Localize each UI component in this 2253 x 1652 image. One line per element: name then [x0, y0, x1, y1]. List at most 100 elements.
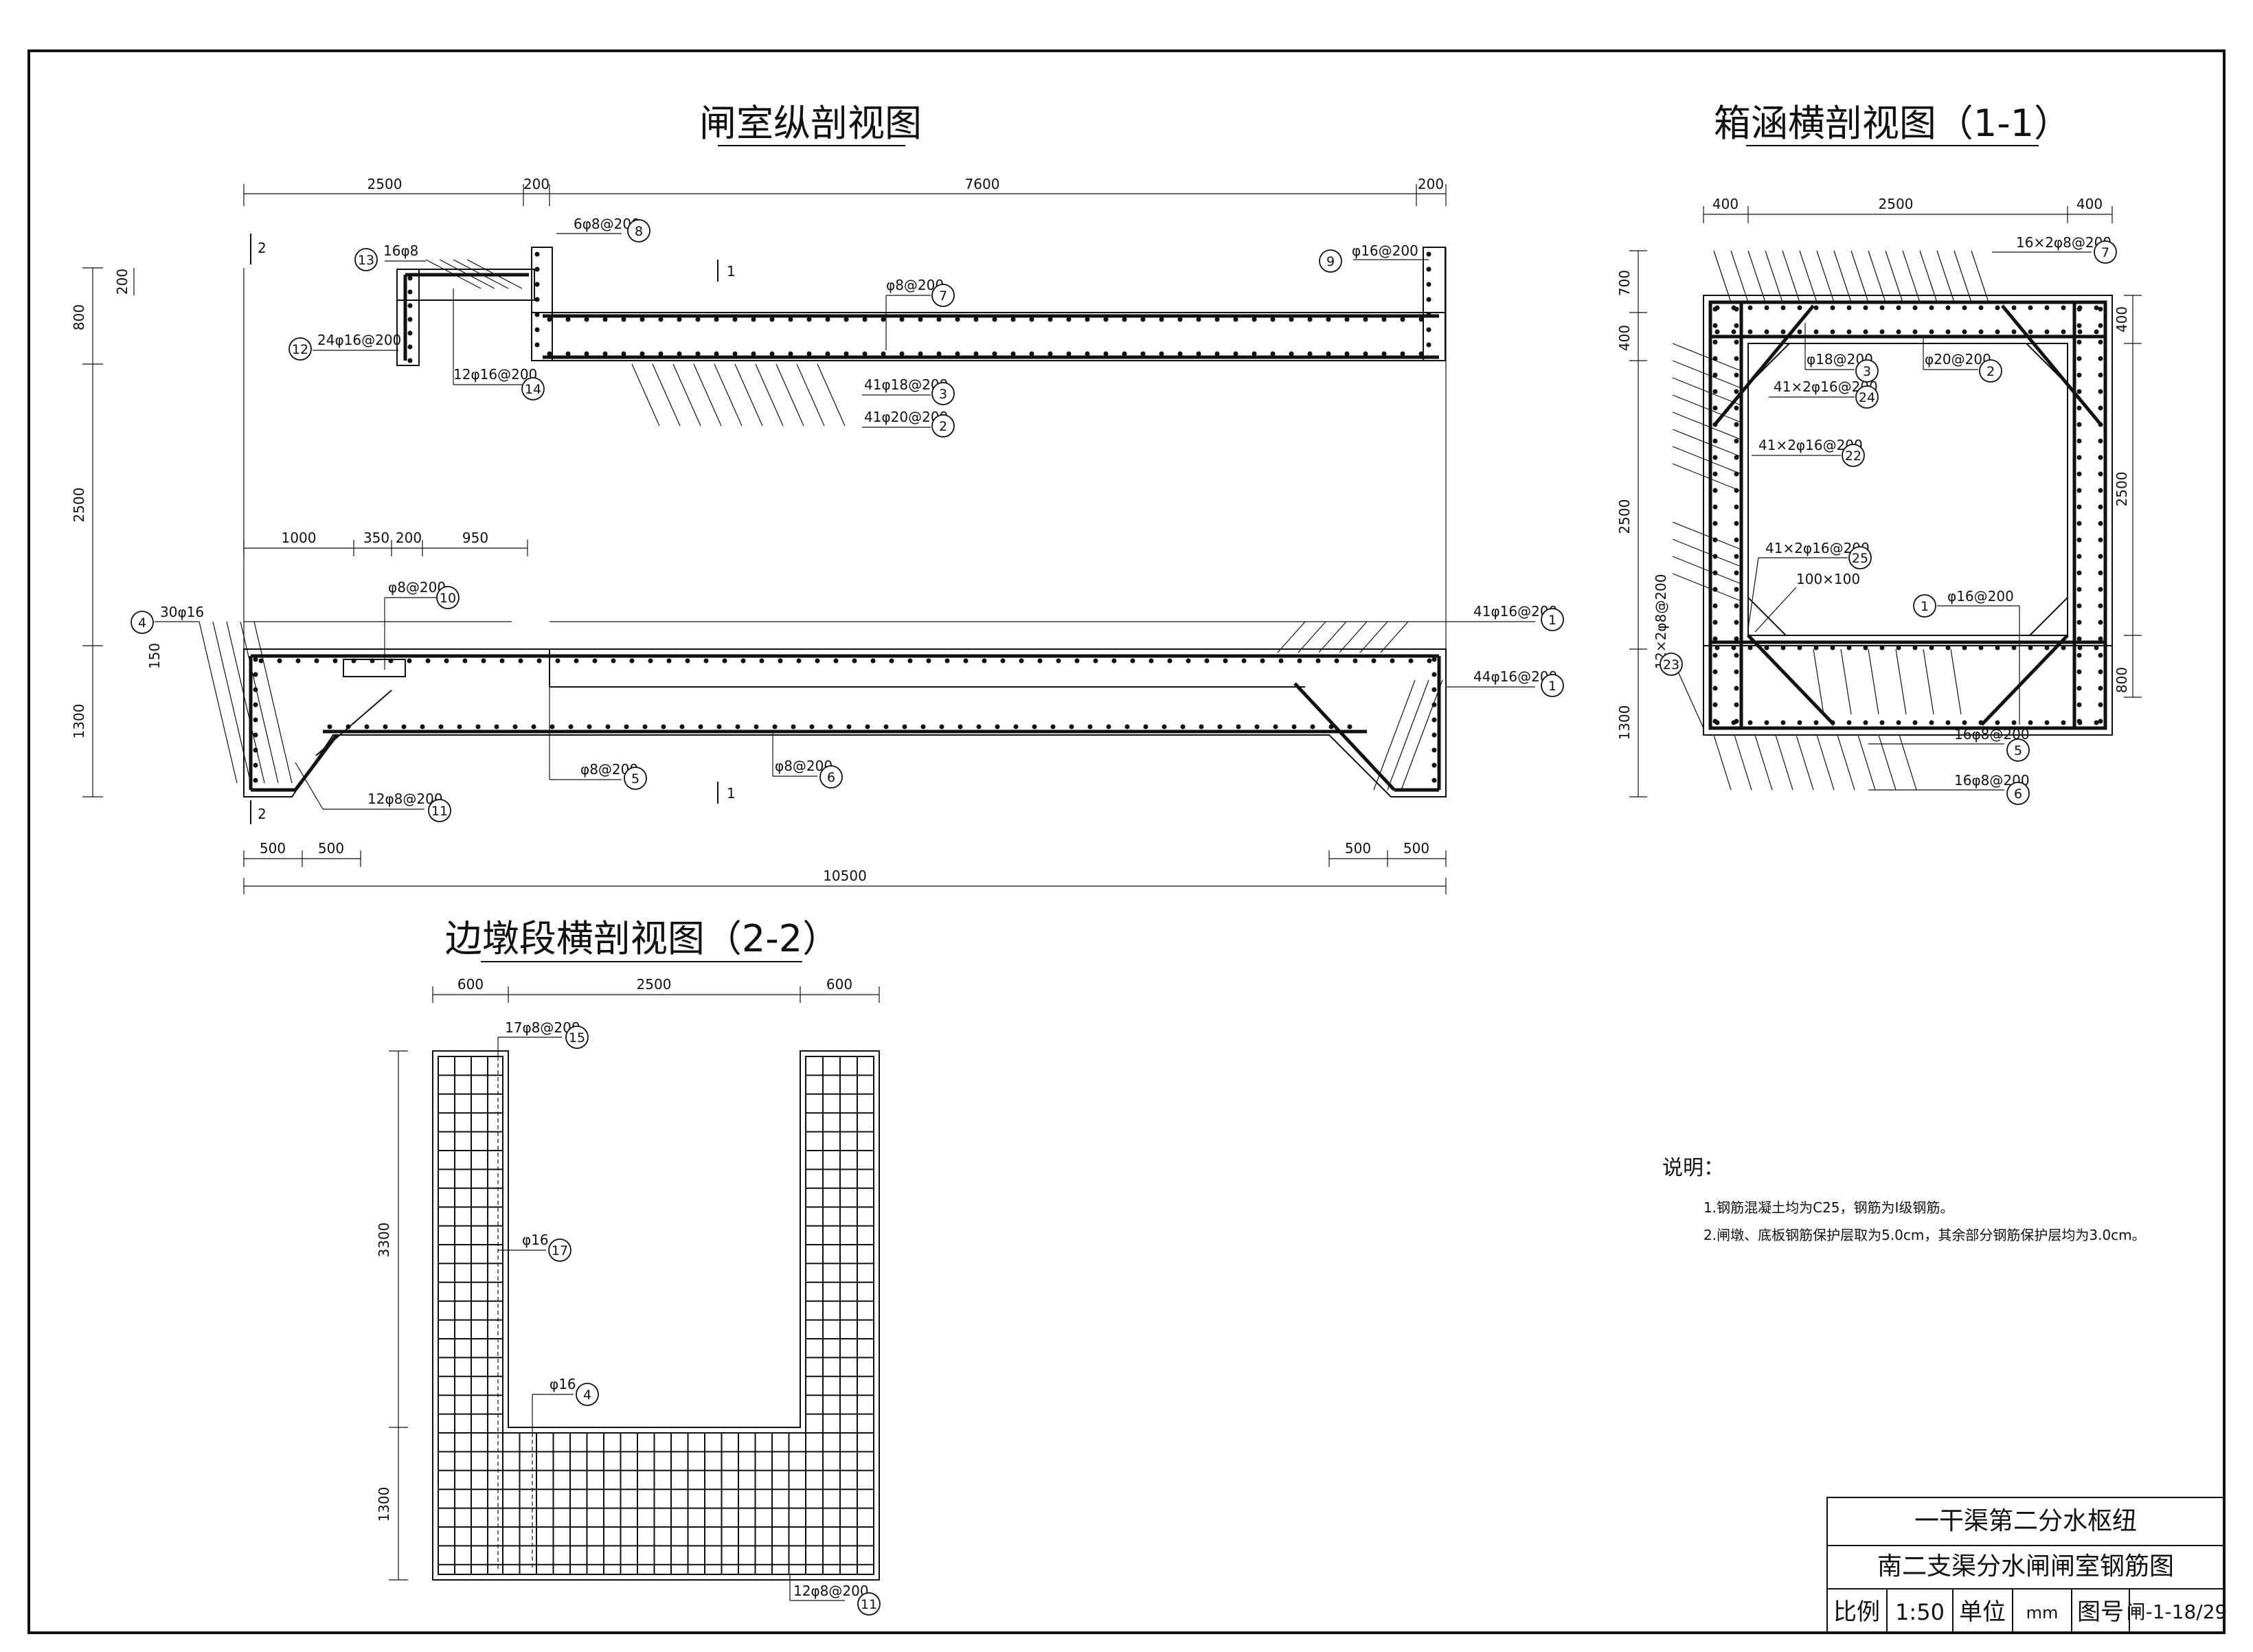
- rebar-dot: [772, 724, 778, 729]
- svg-text:800: 800: [71, 304, 87, 330]
- rebar-dot: [735, 724, 740, 729]
- rebar-dot: [865, 724, 870, 729]
- svg-text:2500: 2500: [637, 976, 672, 993]
- rebar-dot: [648, 658, 653, 664]
- rebar-dot: [862, 317, 868, 322]
- rebar-dot: [1196, 317, 1201, 322]
- rebar-dot: [2098, 587, 2103, 592]
- svg-text:22: 22: [1845, 449, 1861, 464]
- rebar-dot: [1000, 658, 1006, 664]
- svg-text:1000: 1000: [282, 530, 317, 546]
- rebar-dot: [253, 747, 258, 753]
- svg-text:2500: 2500: [2114, 472, 2130, 507]
- rebar-dot: [1712, 636, 1718, 642]
- rebar-dot: [253, 702, 258, 708]
- rebar-dot: [1381, 351, 1387, 357]
- rebar-dot: [2077, 329, 2083, 335]
- rebar-dot: [2044, 305, 2050, 310]
- rebar-dot: [1712, 587, 1718, 592]
- rebar-dot: [1929, 305, 1934, 310]
- rebar-dot: [1712, 455, 1718, 460]
- rebar-dot: [778, 658, 783, 664]
- rebar-dot: [1945, 305, 1951, 310]
- rebar-dot: [899, 317, 905, 322]
- rebar-dot: [624, 724, 629, 729]
- svg-text:9: 9: [1326, 254, 1335, 269]
- rebar-dot: [1431, 657, 1437, 662]
- svg-text:3: 3: [939, 387, 947, 402]
- rebar-dot: [1734, 669, 1739, 675]
- rebar-dot: [1310, 724, 1315, 729]
- rebar-dot: [2076, 636, 2082, 642]
- rebar-dot: [534, 251, 540, 257]
- rebar-dot: [1712, 603, 1718, 609]
- rebar-dot: [1106, 724, 1111, 729]
- rebar-dot: [1140, 317, 1146, 322]
- rebar-dot: [1734, 537, 1739, 543]
- rebar-dot: [1747, 720, 1753, 725]
- rebar-dot: [1945, 645, 1951, 650]
- rebar-dot: [1712, 405, 1718, 411]
- svg-text:4: 4: [583, 1388, 591, 1403]
- svg-text:200: 200: [523, 176, 550, 192]
- rebar-dot: [685, 658, 690, 664]
- svg-text:12φ8@200: 12φ8@200: [793, 1583, 869, 1599]
- rebar-dot: [1734, 323, 1739, 328]
- rebar-dot: [902, 724, 907, 729]
- rebar-dot: [1204, 658, 1210, 664]
- svg-text:φ8@200: φ8@200: [388, 579, 446, 596]
- rebar-dot: [2076, 521, 2082, 526]
- rebar-dot: [2028, 329, 2033, 335]
- rebar-dot: [2076, 718, 2082, 724]
- rebar-dot: [401, 724, 407, 729]
- svg-text:15: 15: [569, 1030, 585, 1045]
- rebar-dot: [1734, 422, 1739, 427]
- rebar-dot: [1177, 351, 1183, 357]
- rebar-dot: [1712, 554, 1718, 559]
- svg-text:500: 500: [1345, 840, 1371, 857]
- rebar-dot: [1130, 658, 1135, 664]
- rebar-dot: [2076, 504, 2082, 510]
- rebar-dot: [2028, 720, 2033, 725]
- rebar-dot: [828, 724, 833, 729]
- rebar-dot: [2098, 570, 2103, 576]
- svg-text:700: 700: [1616, 270, 1633, 296]
- rebar-dot: [2098, 603, 2103, 609]
- rebar-dot: [1111, 658, 1117, 664]
- notes-heading: 说明：: [1662, 1156, 1724, 1180]
- rebar-dot: [536, 658, 542, 664]
- rebar-dot: [1734, 356, 1739, 361]
- rebar-dot: [1085, 351, 1090, 357]
- rebar-dot: [457, 724, 462, 729]
- rebar-dot: [1879, 645, 1885, 650]
- rebar-dot: [955, 317, 960, 322]
- rebar-dot: [462, 658, 468, 664]
- rebar-dot: [611, 658, 616, 664]
- rebar-dot: [1978, 329, 1984, 335]
- rebar-dot: [499, 658, 505, 664]
- rebar-dot: [1734, 405, 1739, 411]
- svg-text:150: 150: [146, 643, 163, 669]
- rebar-dot: [642, 724, 648, 729]
- rebar-dot: [1236, 724, 1241, 729]
- rebar-dot: [2044, 720, 2050, 725]
- svg-text:600: 600: [826, 976, 852, 993]
- rebar-dot: [1846, 329, 1852, 335]
- rebar-dot: [1241, 658, 1247, 664]
- svg-text:1: 1: [1921, 599, 1929, 614]
- rebar-dot: [1896, 329, 1901, 335]
- rebar-dot: [565, 317, 571, 322]
- rebar-dot: [1431, 702, 1437, 708]
- rebar-dot: [407, 303, 413, 308]
- rebar-dot: [1879, 329, 1885, 335]
- svg-text:12φ16@200: 12φ16@200: [453, 366, 537, 383]
- pier-labels: 17φ8@200 15 φ16 17 φ16 4 12φ8@200 11: [497, 1019, 881, 1616]
- rebar-dot: [1029, 351, 1034, 357]
- svg-text:3: 3: [1863, 364, 1871, 379]
- rebar-dot: [1734, 438, 1739, 444]
- rebar-dot: [2061, 720, 2066, 725]
- rebar-dot: [2076, 570, 2082, 576]
- rebar-dot: [806, 317, 812, 322]
- rebar-dot: [602, 351, 608, 357]
- rebar-dot: [1734, 339, 1739, 345]
